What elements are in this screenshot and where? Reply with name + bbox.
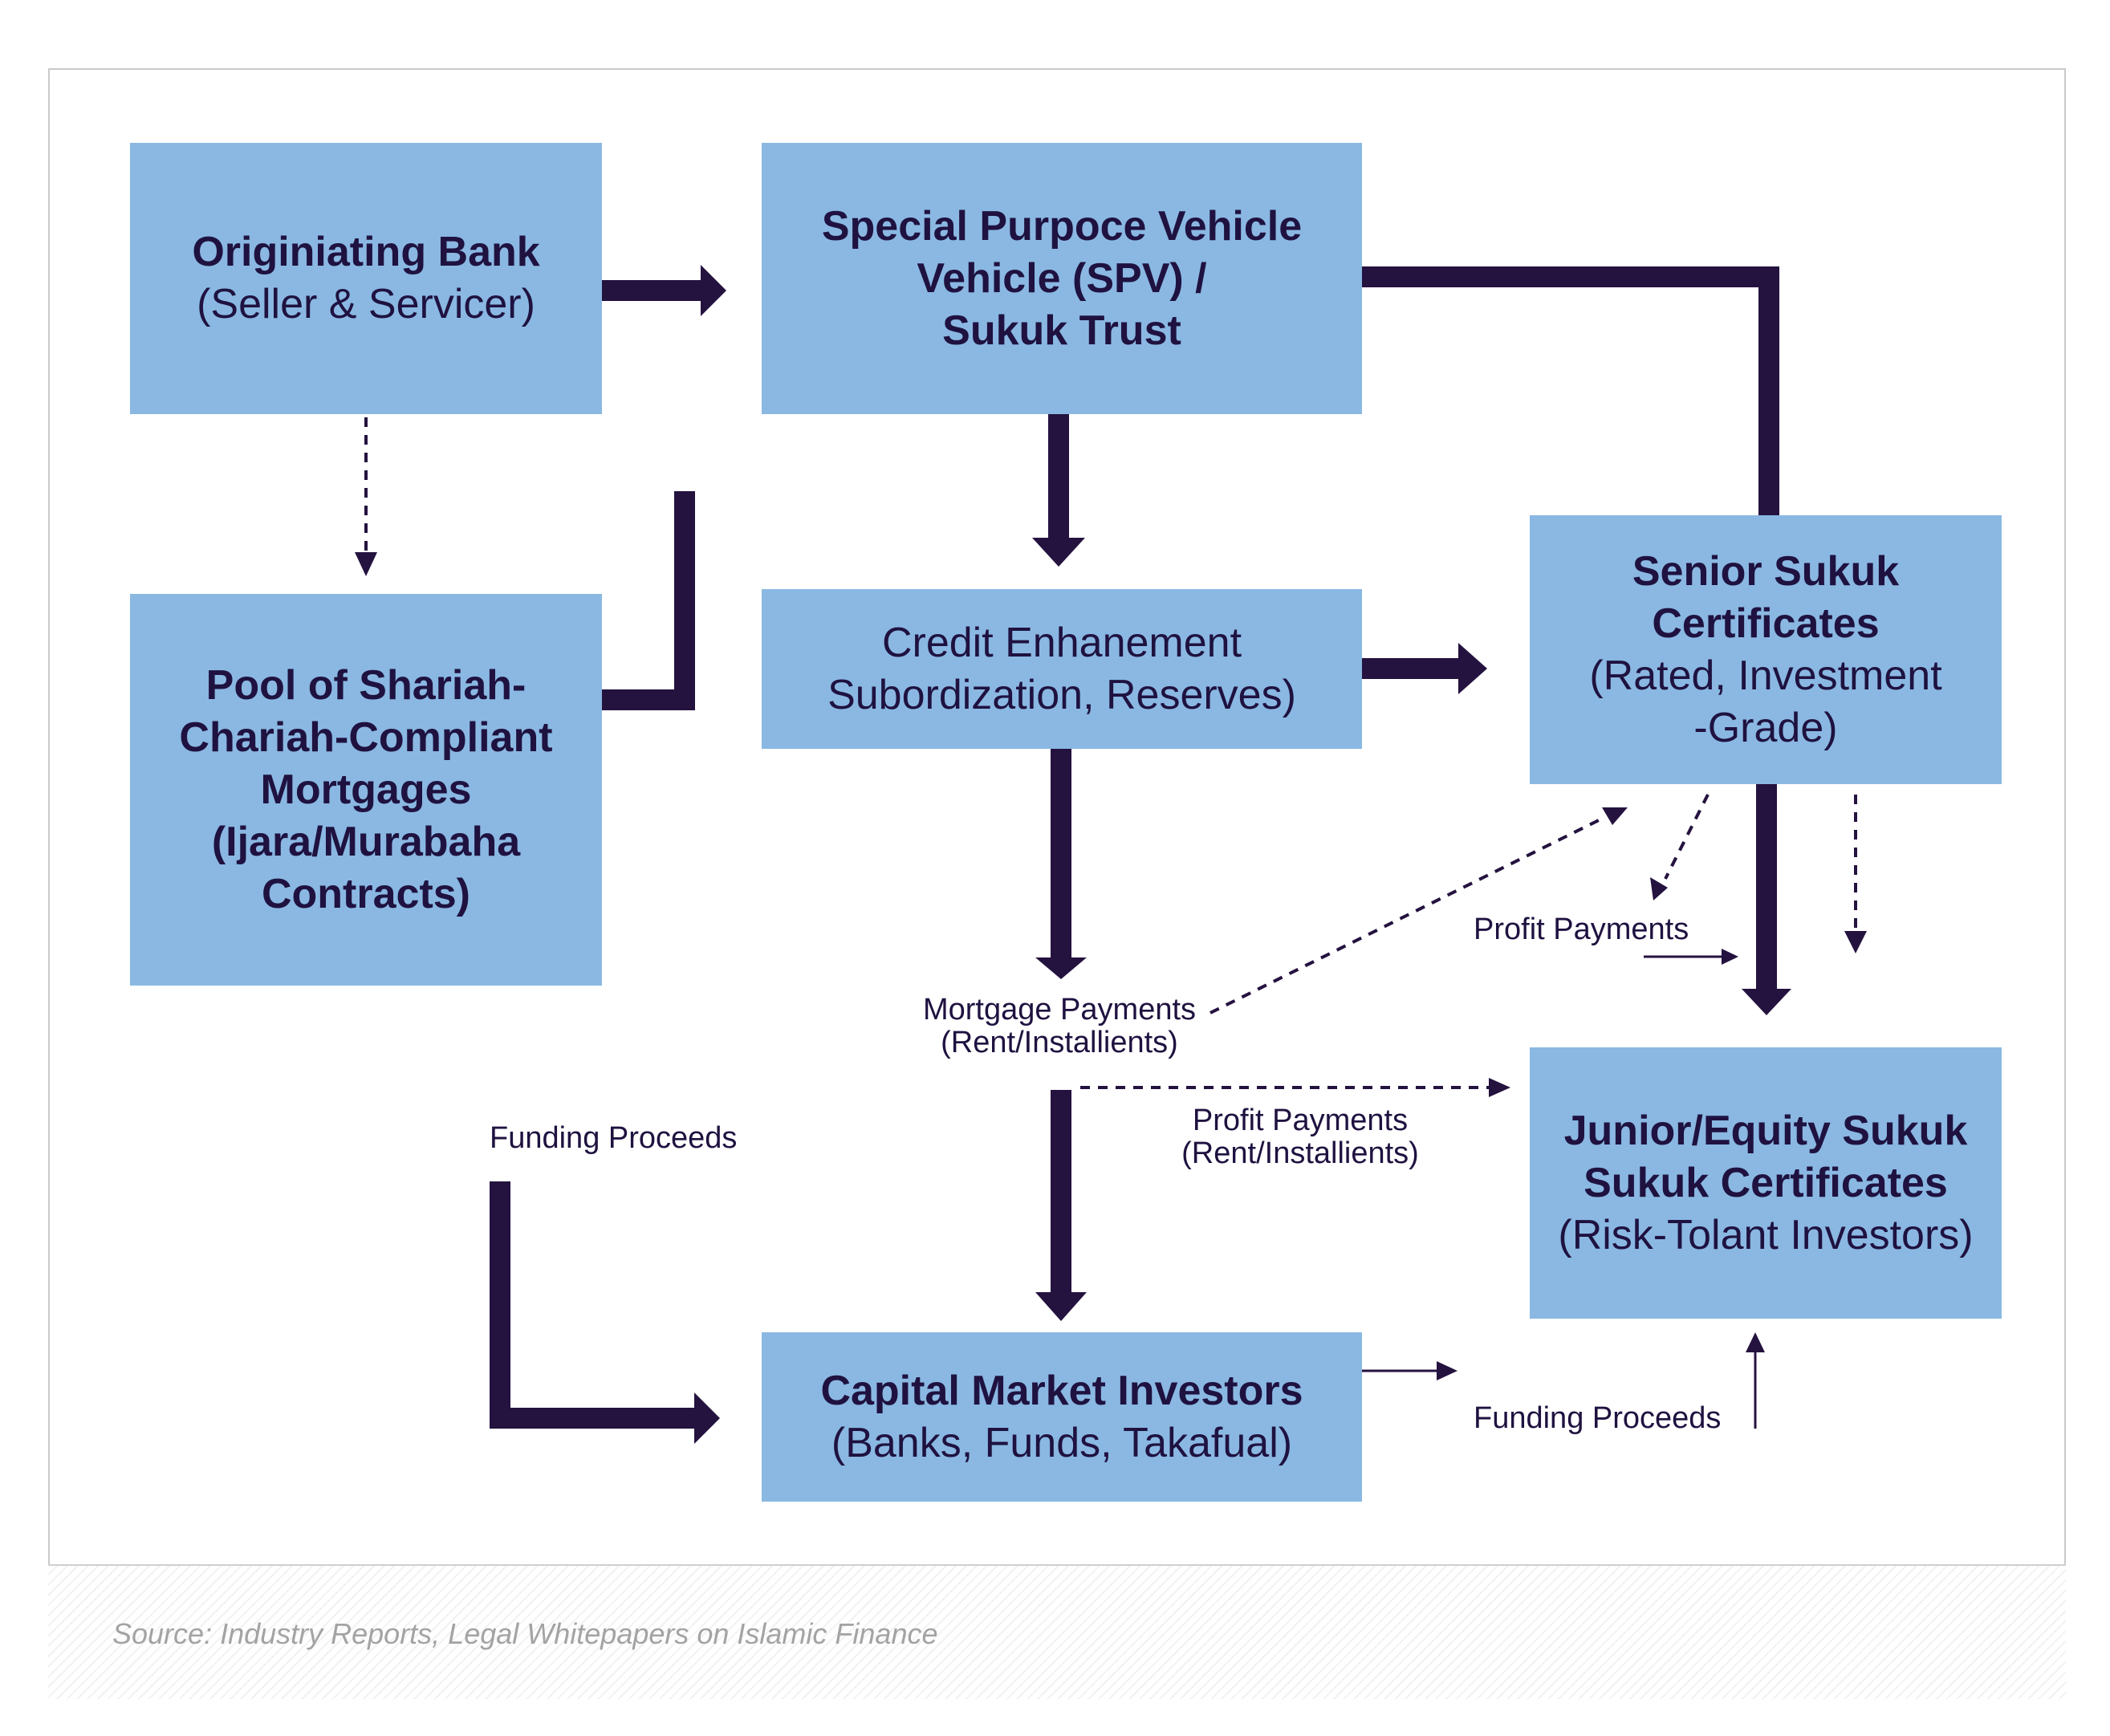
dashed-arrow-senior-down-left (1650, 794, 1710, 901)
senior-line1: Senior Sukuk (1632, 547, 1900, 595)
box-pool: Pool of Shariah- Chariah-Compliant Mortg… (130, 594, 602, 986)
profit-payments-mid-line2: (Rent/Installients) (1181, 1136, 1419, 1170)
originating-bank-title: Originiating Bank (192, 229, 540, 275)
box-credit-enhancement: Credit Enhanement Subordization, Reserve… (762, 589, 1362, 749)
box-originating-bank: Originiating Bank (Seller & Servicer) (130, 143, 602, 414)
pool-line1: Pool of Shariah- (205, 661, 526, 709)
spv-line1: Special Purpoce Vehicle (821, 202, 1303, 250)
arrow-credit-to-senior (1362, 643, 1487, 694)
junior-line2: Sukuk Certificates (1584, 1159, 1948, 1206)
capital-title: Capital Market Investors (820, 1367, 1303, 1414)
funding-proceeds-right-text: Funding Proceeds (1474, 1401, 1722, 1435)
box-spv: Special Purpoce Vehicle Vehicle (SPV) / … (762, 143, 1362, 414)
mortgage-payments-line2: (Rent/Installients) (941, 1026, 1178, 1059)
connector-pool-up (602, 491, 695, 710)
originating-bank-subtitle: (Seller & Servicer) (197, 281, 535, 327)
dashed-arrow-senior-down-right (1844, 795, 1867, 953)
arrow-payments-to-capital (1035, 1090, 1087, 1321)
box-senior-sukuk: Senior Sukuk Certificates (Rated, Invest… (1530, 515, 2002, 784)
arrow-senior-to-junior (1742, 784, 1791, 1015)
footer-band (48, 1564, 2066, 1699)
arrow-credit-to-payments (1035, 749, 1087, 979)
profit-payments-right-text: Profit Payments (1474, 913, 1689, 946)
senior-line4: -Grade) (1693, 704, 1838, 751)
arrow-bank-to-spv (602, 265, 726, 316)
label-profit-payments-mid: Profit Payments (Rent/Installients) (1156, 1104, 1445, 1170)
thin-arrow-capital-right (1362, 1361, 1457, 1380)
pool-line2: Chariah-Compliant (179, 714, 553, 761)
dashed-arrow-bank-to-pool (355, 417, 377, 576)
box-capital-market: Capital Market Investors (Banks, Funds, … (762, 1332, 1362, 1502)
mortgage-payments-line1: Mortgage Payments (922, 993, 1197, 1027)
credit-line1: Credit Enhanement (881, 619, 1242, 666)
label-mortgage-payments: Mortgage Payments (Rent/Installients) (907, 994, 1212, 1059)
junior-line3: (Risk-Tolant Investors) (1558, 1211, 1974, 1258)
thin-arrow-up-to-junior (1746, 1332, 1765, 1429)
capital-subtitle: (Banks, Funds, Takafual) (831, 1419, 1293, 1466)
spv-line2: Vehicle (SPV) / (917, 254, 1207, 302)
box-junior-sukuk: Junior/Equity Sukuk Sukuk Certificates (… (1530, 1047, 2002, 1319)
arrow-funding-to-capital (490, 1181, 720, 1444)
label-funding-proceeds-right: Funding Proceeds (1474, 1402, 1721, 1435)
credit-line2: Subordization, Reserves) (827, 671, 1296, 718)
spv-line3: Sukuk Trust (942, 307, 1181, 354)
source-note: Source: Industry Reports, Legal Whitepap… (112, 1617, 938, 1650)
funding-proceeds-left-text: Funding Proceeds (490, 1121, 738, 1155)
profit-payments-mid-line1: Profit Payments (1192, 1104, 1409, 1137)
pool-line5: Contracts) (261, 870, 470, 917)
thin-arrow-profit-payments (1644, 949, 1738, 965)
arrow-spv-to-credit (1032, 414, 1085, 567)
senior-line2: Certificates (1652, 600, 1880, 647)
dashed-arrow-payments-to-senior (1209, 807, 1628, 1014)
label-funding-proceeds-left: Funding Proceeds (490, 1122, 737, 1155)
senior-line3: (Rated, Investment (1589, 652, 1942, 699)
label-profit-payments-right: Profit Payments (1474, 913, 1689, 946)
junior-line1: Junior/Equity Sukuk (1563, 1107, 1968, 1154)
dashed-arrow-payments-to-junior (1080, 1078, 1510, 1097)
pool-line4: (Ijara/Murabaha (211, 818, 521, 865)
connector-spv-to-senior (1362, 266, 1779, 515)
pool-line3: Mortgages (260, 766, 472, 813)
